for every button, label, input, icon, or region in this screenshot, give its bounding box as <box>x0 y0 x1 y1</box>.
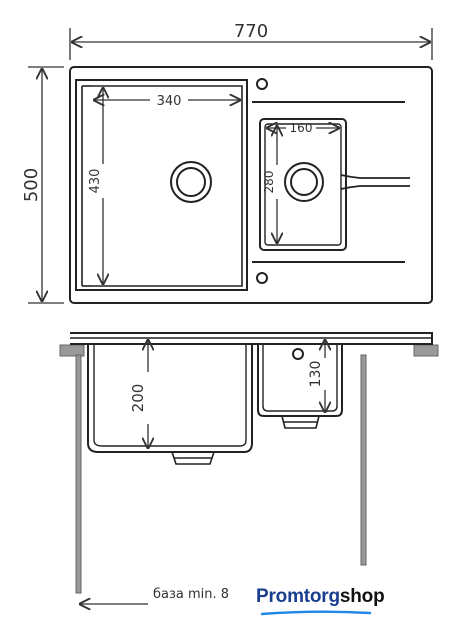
small-bowl-section-inner <box>262 344 338 412</box>
main-bowl-inner <box>92 85 243 287</box>
main-bowl <box>75 79 248 291</box>
main-drain-section <box>171 451 215 465</box>
section-dimensions <box>80 340 325 604</box>
main-bowl-section-inner <box>93 344 247 447</box>
dim-main-bowl-depth: 200 <box>129 384 147 413</box>
dim-overall-width: 770 <box>234 21 268 42</box>
brand-name-main: Promtorg <box>256 586 340 607</box>
small-drain-section <box>281 415 320 429</box>
dim-main-bowl-length: 430 <box>88 169 103 194</box>
cabinet-wall-left <box>75 354 82 594</box>
small-drain-inner <box>290 168 318 196</box>
cabinet-min-note: база min. 8 <box>153 587 229 602</box>
main-drain-outer <box>170 161 212 203</box>
cabinet-wall-right <box>360 354 367 566</box>
section-view <box>59 332 439 594</box>
dim-small-bowl-depth: 130 <box>308 361 324 388</box>
tap-hole-bottom <box>256 272 268 284</box>
small-drain-outer <box>284 162 324 202</box>
countertop-right <box>413 344 439 357</box>
top-view <box>69 66 433 304</box>
overflow-hole <box>292 348 304 360</box>
dim-main-bowl-width: 340 <box>157 94 182 109</box>
top-dimensions <box>28 28 433 304</box>
countertop-left <box>59 344 85 357</box>
dim-overall-depth: 500 <box>21 168 42 202</box>
dim-small-bowl-width: 160 <box>290 121 313 135</box>
brand-logo: Promtorgshop <box>256 586 385 616</box>
overflow-channel <box>340 174 410 190</box>
main-bowl-section <box>87 344 253 453</box>
small-bowl-inner <box>264 123 342 246</box>
brand-name-tail: shop <box>339 586 385 607</box>
small-bowl-section <box>257 344 343 417</box>
tap-hole-top <box>256 78 268 90</box>
main-drain-inner <box>176 167 206 197</box>
brand-swoosh-icon <box>260 610 372 616</box>
sink-outline <box>69 66 433 304</box>
small-bowl <box>259 118 347 251</box>
dim-small-bowl-length: 280 <box>262 171 276 194</box>
